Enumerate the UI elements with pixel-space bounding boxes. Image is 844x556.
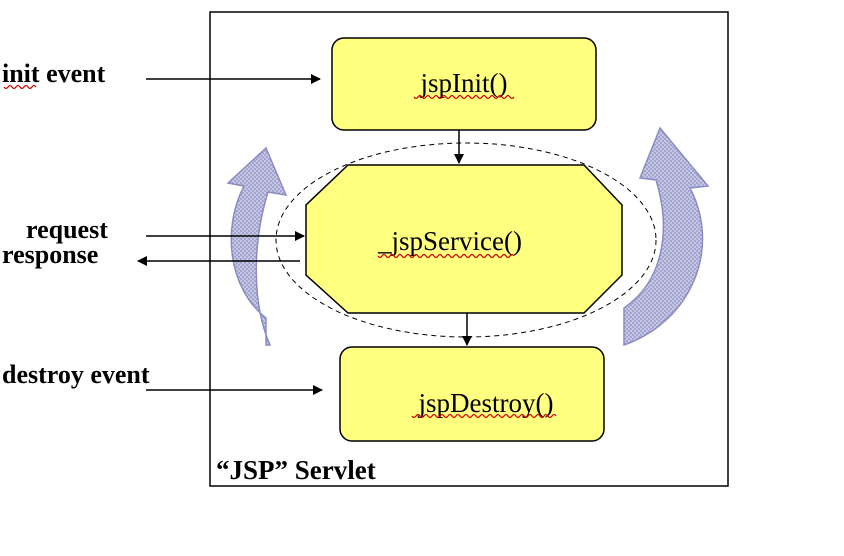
jspservice-spellcheck-underline	[377, 253, 515, 259]
jspdestroy-label: jspDestroy()	[418, 388, 554, 418]
jspinit-spellcheck-underline	[413, 94, 515, 100]
init-event-label: init event	[2, 59, 106, 88]
init-spellcheck-underline	[3, 84, 37, 90]
jspdestroy-spellcheck-underline	[411, 413, 557, 419]
service-cycle-ellipse	[275, 142, 657, 338]
jspinit-box	[331, 37, 597, 131]
jspinit-label: jspInit()	[420, 68, 508, 98]
servlet-container-label: “JSP” Servlet	[216, 455, 376, 485]
left-cycle-arrow-icon	[226, 146, 288, 346]
jspservice-label: _jspService()	[377, 226, 522, 256]
jspdestroy-box	[339, 346, 605, 442]
jspservice-box	[305, 164, 623, 314]
response-label: response	[2, 240, 98, 269]
request-label: request	[26, 215, 108, 244]
destroy-event-label: destroy event	[2, 360, 150, 389]
right-cycle-arrow-icon	[623, 126, 710, 347]
